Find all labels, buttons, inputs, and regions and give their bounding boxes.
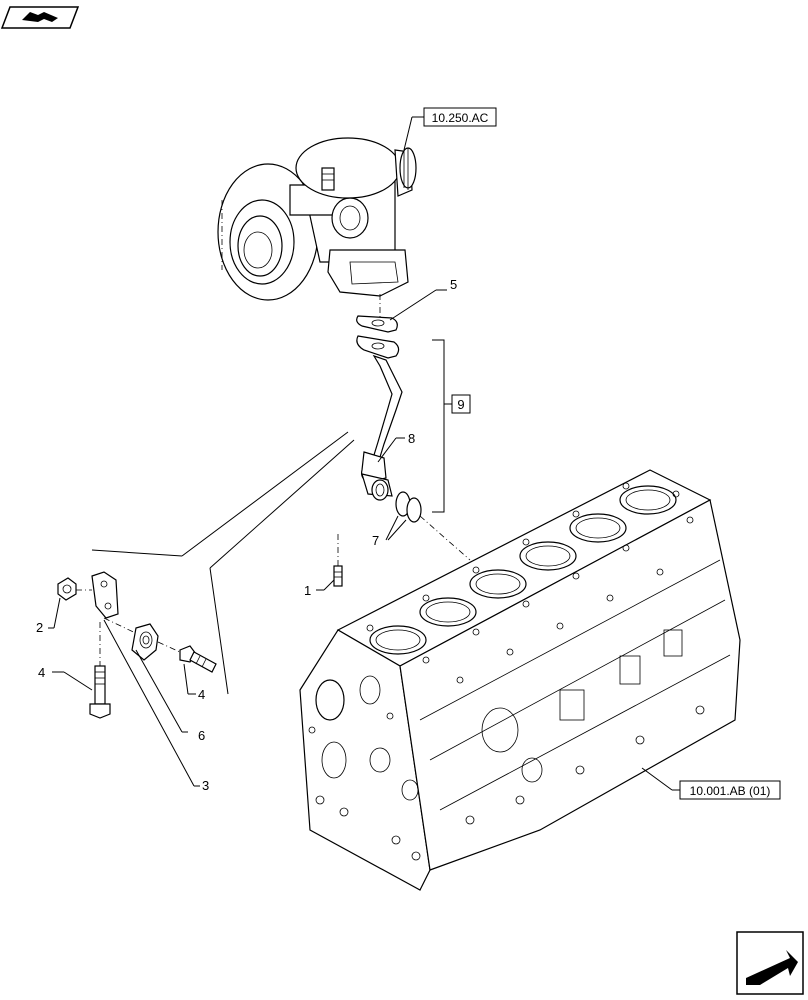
- callout-4-screw: 4: [198, 687, 205, 702]
- callout-5: 5: [450, 277, 457, 292]
- gasket: [356, 315, 398, 333]
- ref-engine-block-label: 10.001.AB (01): [690, 784, 771, 798]
- book-arrow-icon[interactable]: [0, 6, 80, 29]
- callout-7: 7: [372, 533, 379, 548]
- callout-4-bolt: 4: [38, 665, 45, 680]
- bolt-small: [333, 534, 343, 587]
- callout-1: 1: [304, 583, 311, 598]
- ref-turbocharger-label: 10.250.AC: [432, 111, 489, 125]
- engine-block: [299, 469, 741, 891]
- p-clamp: [131, 623, 159, 661]
- nut: [57, 577, 77, 601]
- o-rings: [395, 491, 422, 523]
- group-bracket-9: 9: [432, 339, 471, 513]
- ref-turbocharger[interactable]: 10.250.AC: [403, 107, 497, 151]
- screw: [157, 641, 217, 673]
- callout-3: 3: [202, 778, 209, 793]
- callout-9: 9: [457, 397, 464, 412]
- bracket: [91, 571, 119, 619]
- detail-leader: [91, 431, 355, 695]
- bolt-long: [89, 622, 111, 719]
- callout-8: 8: [408, 431, 415, 446]
- oil-drain-pipe: [356, 335, 403, 501]
- callout-6: 6: [198, 728, 205, 743]
- next-page-arrow-icon[interactable]: [736, 931, 804, 995]
- turbocharger: [217, 137, 417, 301]
- ref-engine-block[interactable]: 10.001.AB (01): [641, 767, 781, 800]
- callout-2: 2: [36, 620, 43, 635]
